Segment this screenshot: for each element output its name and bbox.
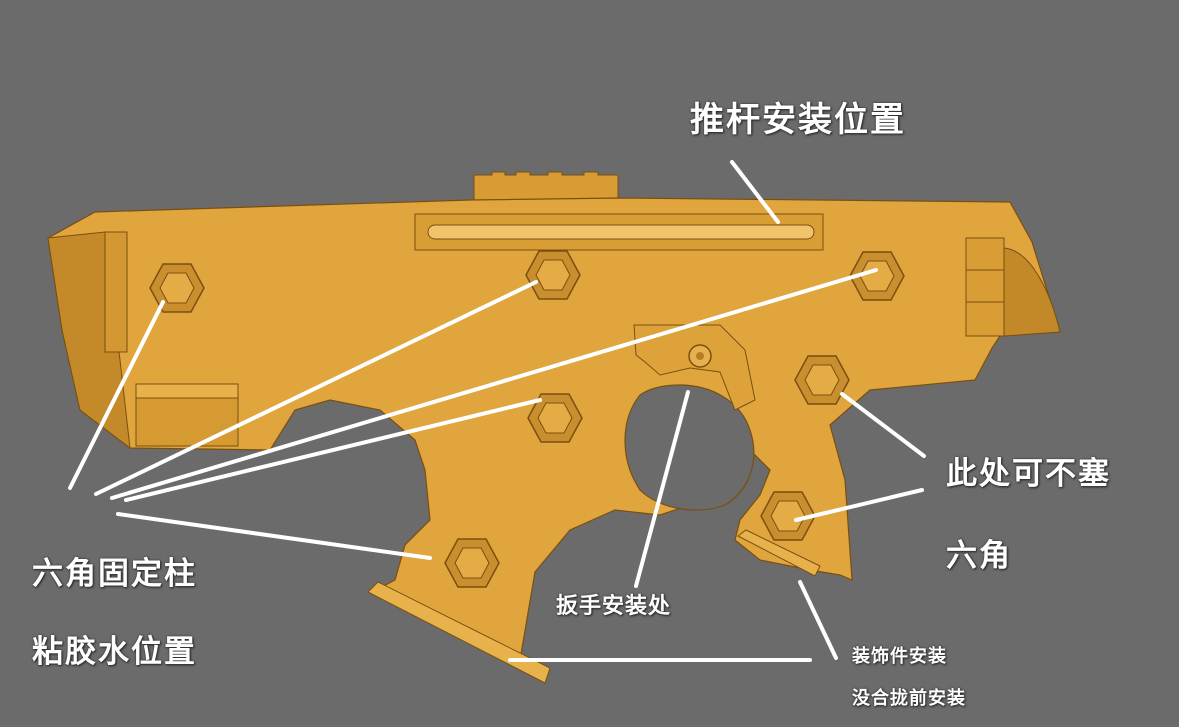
wrench-label: 扳手安装处 bbox=[556, 594, 672, 619]
hex-post-1 bbox=[149, 263, 205, 313]
no-plug-label-line1: 此处可不塞 bbox=[946, 456, 1111, 492]
decor-label-line1: 装饰件安装 bbox=[852, 646, 947, 667]
arrow-decor bbox=[798, 580, 838, 660]
hex-post-5 bbox=[794, 355, 850, 405]
arrow-post-4 bbox=[124, 398, 542, 502]
rear-curve bbox=[1003, 247, 1061, 337]
hex-post-2 bbox=[525, 250, 581, 300]
left-pocket bbox=[104, 231, 128, 353]
hex-post-4 bbox=[527, 393, 583, 443]
grip-base-plate bbox=[367, 581, 551, 684]
arrow-post-1 bbox=[68, 300, 165, 490]
arrow-post-7 bbox=[116, 512, 432, 560]
rear-block bbox=[965, 237, 1005, 337]
trigger-cutout bbox=[624, 384, 755, 511]
arrow-pushrod bbox=[730, 160, 780, 224]
arrow-no-plug-2 bbox=[794, 488, 924, 522]
hex-post-label-line2: 粘胶水位置 bbox=[32, 634, 197, 670]
callout-lines bbox=[68, 160, 926, 662]
arrow-post-3 bbox=[110, 268, 878, 500]
lower-left-block-top bbox=[135, 383, 239, 399]
arrow-wrench bbox=[634, 390, 690, 588]
pushrod-label: 推杆安装位置 bbox=[690, 100, 906, 140]
arrow-no-plug-1 bbox=[840, 392, 926, 458]
decor-plate bbox=[737, 529, 821, 577]
hex-post-7 bbox=[444, 538, 500, 588]
arrow-post-2 bbox=[94, 280, 538, 496]
hex-post-3 bbox=[849, 251, 905, 301]
wrench-bracket bbox=[633, 324, 756, 411]
decor-label-line2: 没合拢前安装 bbox=[852, 688, 966, 709]
no-plug-label-line2: 六角 bbox=[946, 538, 1012, 574]
hex-post-6 bbox=[760, 491, 816, 541]
hex-post-label-line1: 六角固定柱 bbox=[32, 556, 197, 592]
top-rail bbox=[473, 171, 619, 201]
pushrod-slot bbox=[427, 224, 815, 240]
